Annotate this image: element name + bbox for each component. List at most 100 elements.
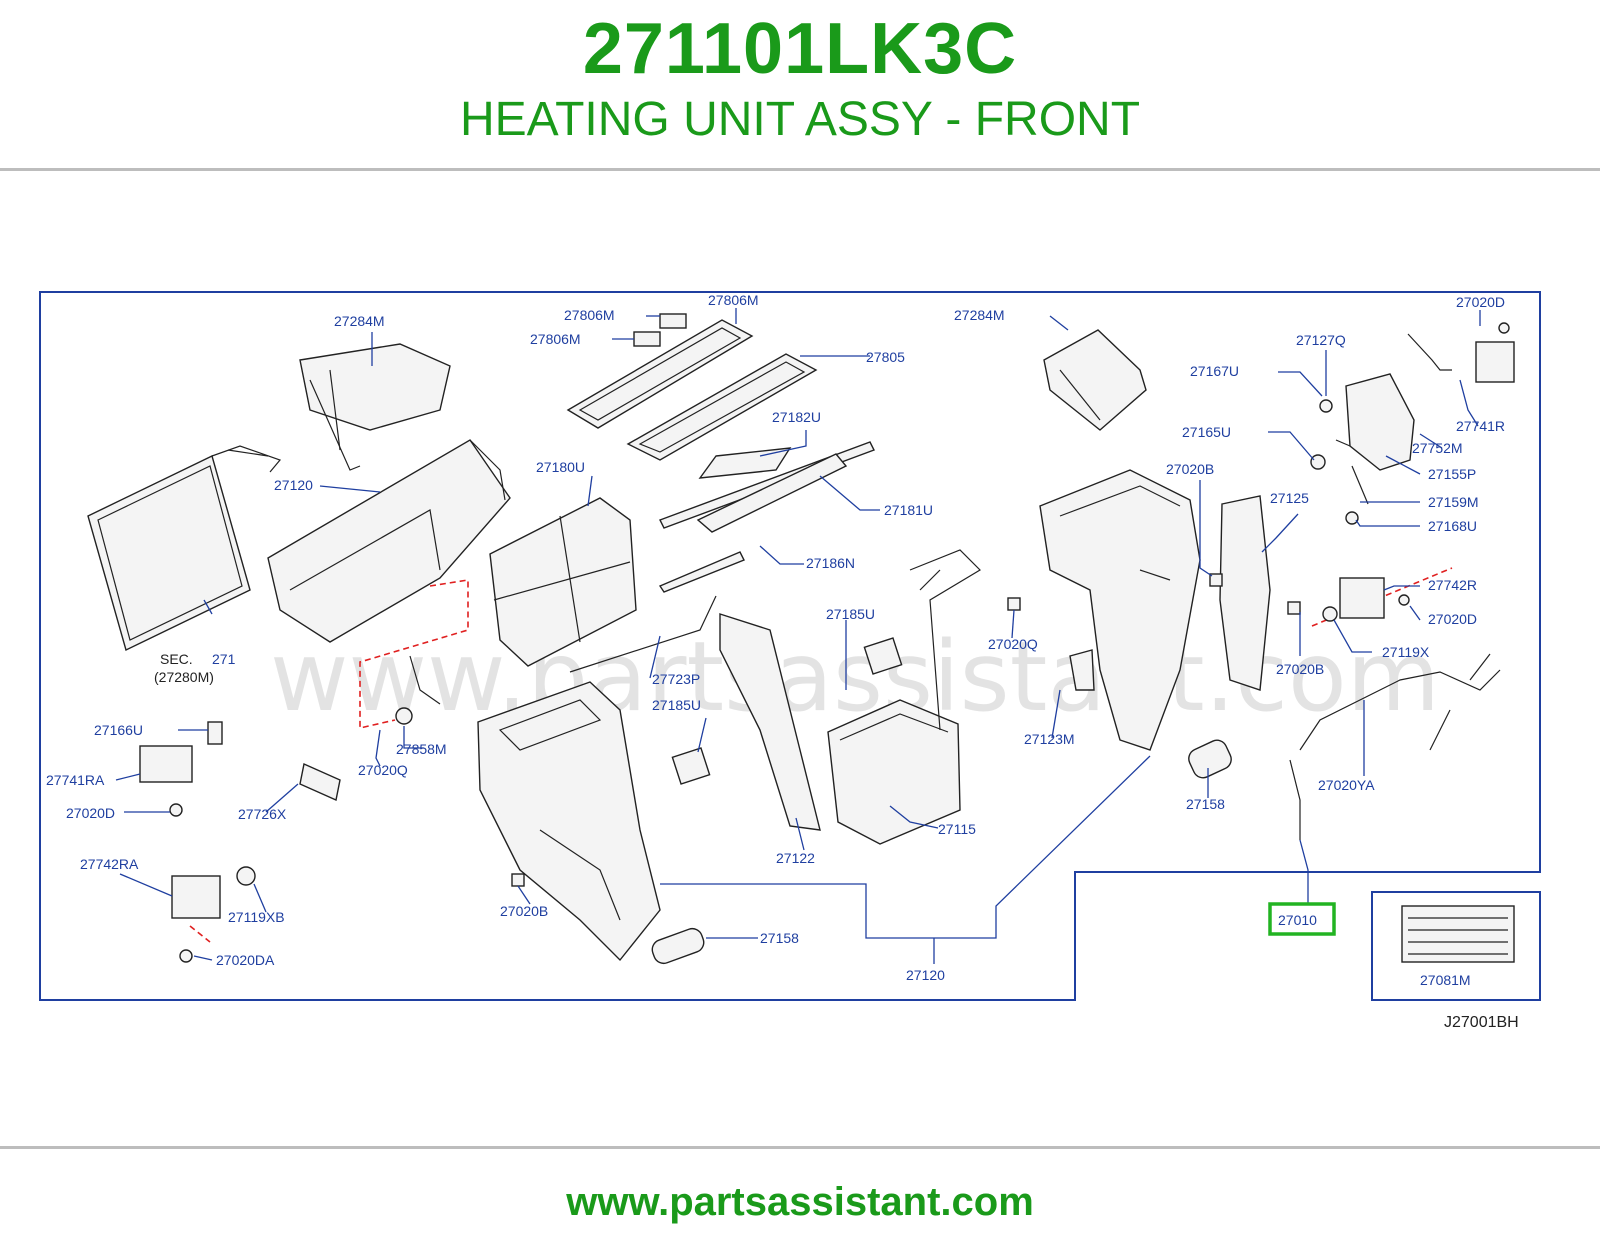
link-27166U-drawing [207, 721, 223, 745]
sec-note-prefix: SEC. [160, 651, 193, 667]
label-27158-center[interactable]: 27158 [760, 930, 799, 946]
seal-center-drawing [651, 927, 705, 965]
upper-case-left-drawing [299, 343, 451, 471]
actuator-27742RA-drawing [171, 875, 221, 919]
bracket-27123M-drawing [1069, 649, 1095, 691]
case-right-drawing [1039, 469, 1201, 751]
site-url-footer[interactable]: www.partsassistant.com [566, 1180, 1034, 1224]
diagram-frame [39, 291, 1541, 1001]
label-27166U[interactable]: 27166U [94, 722, 143, 738]
screw-27020DA-drawing [179, 949, 193, 963]
clip-27020B-b-drawing [1287, 601, 1301, 615]
parts-diagram: www.partsassistant.com [39, 291, 1541, 1031]
label-27020YA[interactable]: 27020YA [1318, 777, 1375, 793]
label-27185U-lower[interactable]: 27185U [652, 697, 701, 713]
label-27122[interactable]: 27122 [776, 850, 815, 866]
screw-27020D-left-drawing [169, 803, 183, 817]
label-27159M[interactable]: 27159M [1428, 494, 1479, 510]
lower-case-left-drawing [267, 439, 511, 643]
gear-27119XB-drawing [236, 866, 256, 886]
diagram-reference-code: J27001BH [1444, 1014, 1519, 1031]
actuator-27742R-drawing [1339, 577, 1385, 619]
label-27806M-a[interactable]: 27806M [564, 307, 615, 323]
label-27741R[interactable]: 27741R [1456, 418, 1505, 434]
pipe-27858M-drawing [395, 655, 441, 725]
evaporator-core-drawing [87, 445, 282, 651]
label-27182U[interactable]: 27182U [772, 409, 821, 425]
clip-27020B-c-drawing [511, 873, 525, 887]
label-27120-center[interactable]: 27120 [906, 967, 945, 983]
label-27185U-upper[interactable]: 27185U [826, 606, 875, 622]
sec-note-ref: (27280M) [154, 669, 214, 685]
label-27125[interactable]: 27125 [1270, 490, 1309, 506]
label-27181U[interactable]: 27181U [884, 502, 933, 518]
sec-note-number[interactable]: 271 [212, 651, 236, 667]
label-27020D-right[interactable]: 27020D [1428, 611, 1477, 627]
assembly-guide-left [359, 579, 469, 730]
label-27168U[interactable]: 27168U [1428, 518, 1477, 534]
actuator-27741R-drawing [1407, 322, 1515, 383]
harness-drawing [1289, 653, 1501, 840]
label-27127Q[interactable]: 27127Q [1296, 332, 1346, 348]
seal-right-drawing [1188, 739, 1232, 779]
upper-case-right-drawing [1043, 329, 1147, 431]
label-27155P[interactable]: 27155P [1428, 466, 1476, 482]
label-27020B-left[interactable]: 27020B [500, 903, 548, 919]
clip-27020Q-drawing [1007, 597, 1021, 611]
main-case-center-drawing [477, 681, 661, 962]
label-27284M-left[interactable]: 27284M [334, 313, 385, 329]
label-27752M[interactable]: 27752M [1412, 440, 1463, 456]
label-27723P[interactable]: 27723P [652, 671, 700, 687]
label-27120-left[interactable]: 27120 [274, 477, 313, 493]
label-27726X[interactable]: 27726X [238, 806, 287, 822]
intake-grid-drawing [489, 497, 637, 667]
label-27020B-top[interactable]: 27020B [1166, 461, 1214, 477]
label-27020D-left[interactable]: 27020D [66, 805, 115, 821]
label-27284M-right[interactable]: 27284M [954, 307, 1005, 323]
label-27742R[interactable]: 27742R [1428, 577, 1477, 593]
label-27741RA[interactable]: 27741RA [46, 772, 105, 788]
highlight-box [1268, 902, 1336, 936]
label-27165U[interactable]: 27165U [1182, 424, 1231, 440]
sensor-27726X-drawing [299, 763, 341, 801]
label-27158-right[interactable]: 27158 [1186, 796, 1225, 812]
label-27806M-c[interactable]: 27806M [708, 292, 759, 308]
grille-lower-drawing [671, 747, 711, 785]
filter-upper-drawing [566, 319, 754, 429]
footer-divider [0, 1146, 1600, 1149]
label-27858M[interactable]: 27858M [396, 741, 447, 757]
label-27119X[interactable]: 27119X [1382, 644, 1430, 660]
label-27186N[interactable]: 27186N [806, 555, 855, 571]
grille-upper-drawing [863, 637, 903, 675]
screw-27020D-right-drawing [1398, 594, 1410, 606]
label-27020DA[interactable]: 27020DA [216, 952, 275, 968]
label-27020B-right[interactable]: 27020B [1276, 661, 1324, 677]
label-27119XB[interactable]: 27119XB [228, 909, 285, 925]
label-plate-drawing [1401, 905, 1515, 963]
label-27020Q-right[interactable]: 27020Q [988, 636, 1038, 652]
clip-27806M-a-drawing [659, 313, 687, 329]
door-shafts-drawing [569, 441, 875, 673]
gear-27119X-drawing [1322, 606, 1338, 622]
duct-27125-drawing [1219, 495, 1271, 691]
label-27010-selected[interactable]: 27010 [1278, 912, 1317, 928]
clip-27020B-a-drawing [1209, 573, 1223, 587]
label-27020Q-left[interactable]: 27020Q [358, 762, 408, 778]
label-27115[interactable]: 27115 [938, 821, 976, 837]
label-27806M-b[interactable]: 27806M [530, 331, 581, 347]
label-27081M[interactable]: 27081M [1420, 972, 1471, 988]
mid-duct-drawing [719, 613, 821, 831]
label-27020D-top[interactable]: 27020D [1456, 294, 1505, 310]
label-27123M[interactable]: 27123M [1024, 731, 1075, 747]
part-number-title: 271101LK3C [582, 9, 1018, 89]
label-27805[interactable]: 27805 [866, 349, 905, 365]
label-27742RA[interactable]: 27742RA [80, 856, 139, 872]
header-divider [0, 168, 1600, 171]
part-name-subtitle: HEATING UNIT ASSY - FRONT [459, 93, 1141, 146]
label-27180U[interactable]: 27180U [536, 459, 585, 475]
linkage-right-drawing [1310, 373, 1415, 525]
assembly-guide-bottom [189, 925, 211, 943]
label-inset-frame [1371, 891, 1541, 1001]
actuator-27741RA-drawing [139, 745, 193, 783]
label-27167U[interactable]: 27167U [1190, 363, 1239, 379]
